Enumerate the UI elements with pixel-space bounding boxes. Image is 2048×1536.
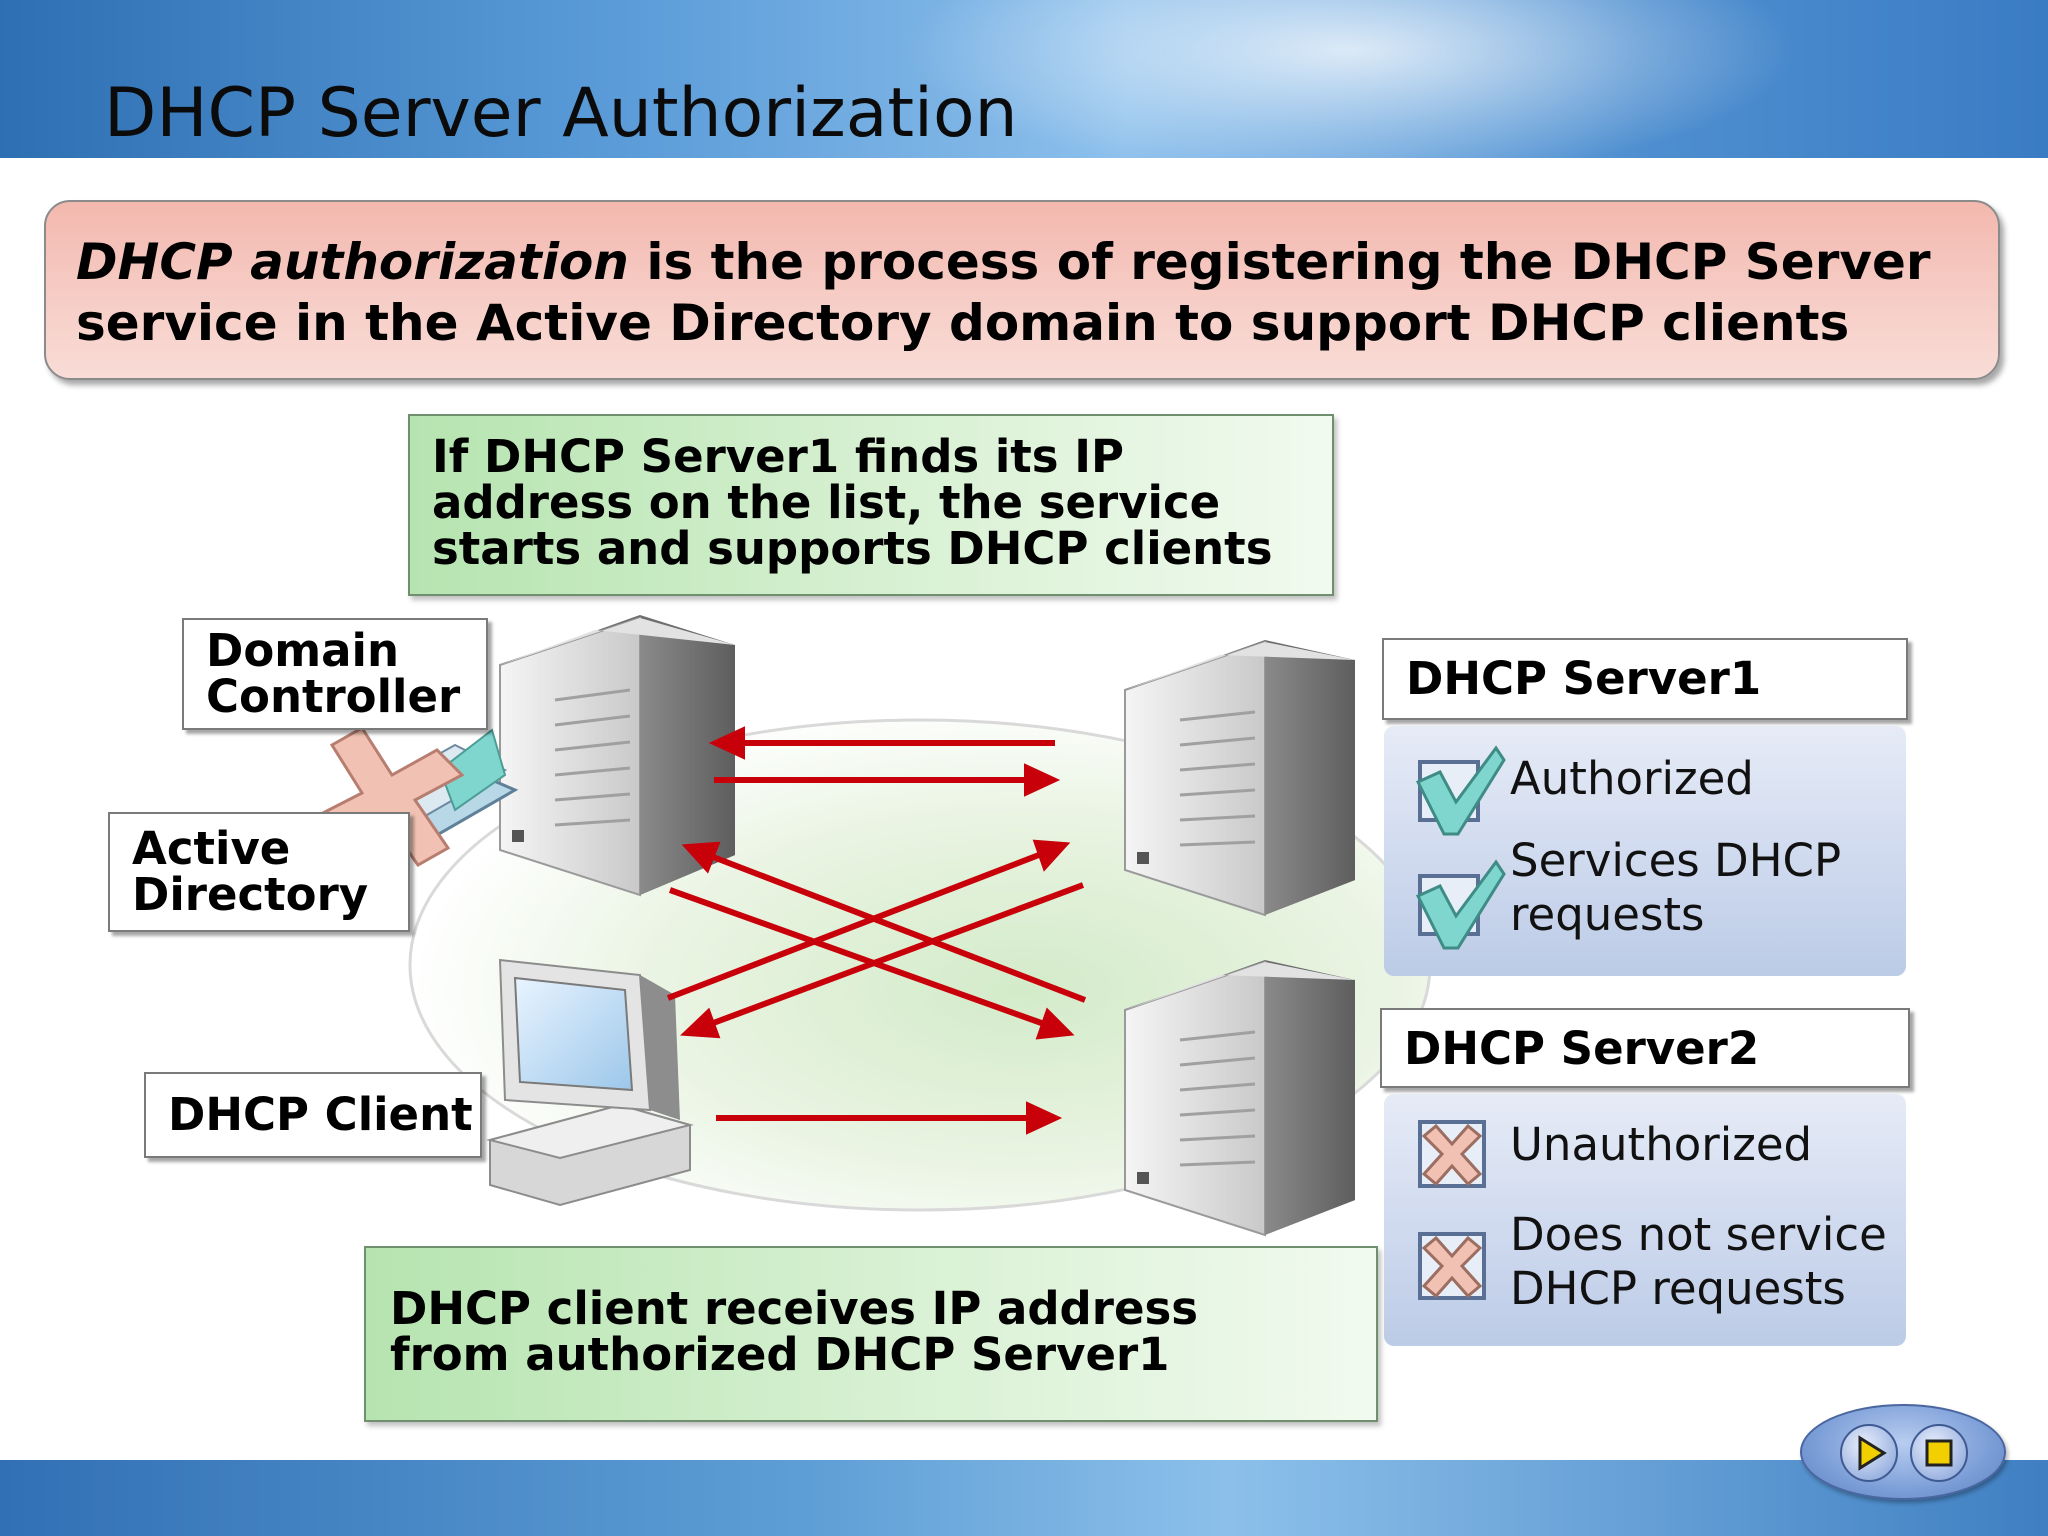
services-requests-text: Services DHCP requests (1510, 834, 1842, 941)
dhcp-client-label: DHCP Client (144, 1072, 482, 1158)
arrow-dc-to-server2 (668, 887, 1049, 1028)
arrowhead (1026, 1101, 1063, 1135)
definition-text: DHCP authorization is the process of reg… (76, 232, 1976, 354)
domain-controller-label: Domain Controller (182, 618, 488, 730)
server2-status-panel: Unauthorized Does not service DHCP reque… (1384, 1094, 1906, 1346)
definition-box: DHCP authorization is the process of reg… (44, 200, 2000, 380)
arrows-group (666, 726, 1087, 1135)
definition-rest: is the process of registering the DHCP S… (76, 233, 1931, 352)
server1-status-panel: Authorized Services DHCP requests (1384, 726, 1906, 976)
arrow-server1-to-client (706, 882, 1085, 1028)
active-directory-label: Active Directory (108, 812, 410, 932)
client-result-text: DHCP client receives IP address from aut… (390, 1282, 1199, 1381)
definition-term: DHCP authorization (76, 233, 629, 291)
stop-button[interactable] (1910, 1424, 1968, 1482)
dhcp-server1-label: DHCP Server1 (1382, 638, 1908, 720)
server1-check-callout: If DHCP Server1 finds its IP address on … (408, 414, 1334, 596)
active-directory-label-text: Active Directory (132, 822, 369, 921)
play-icon (1858, 1435, 1887, 1471)
dhcp-server2-icon (1124, 960, 1355, 1237)
footer-banner (0, 1460, 2048, 1536)
arrowhead (1035, 1007, 1075, 1040)
dhcp-server2-label: DHCP Server2 (1380, 1008, 1910, 1088)
slide-navigation (1800, 1404, 2006, 1500)
x-mark-icon (1418, 1232, 1486, 1300)
arrowhead (681, 841, 721, 874)
dhcp-server1-icon (1124, 640, 1355, 917)
header-banner (0, 0, 2048, 180)
arrowhead (708, 726, 745, 760)
unauthorized-text: Unauthorized (1510, 1118, 1813, 1171)
arrow-client-to-server1 (666, 850, 1046, 1001)
domain-controller-server-icon (499, 615, 735, 897)
desktop-computer-icon (486, 958, 694, 1207)
arrowhead (679, 1007, 721, 1039)
arrowhead (1024, 763, 1061, 797)
dhcp-server1-label-text: DHCP Server1 (1406, 652, 1762, 705)
checkmark-icon (1415, 859, 1506, 950)
stop-icon (1925, 1439, 1953, 1467)
checkmark-icon (1415, 745, 1506, 836)
arrowhead (1032, 839, 1071, 872)
domain-controller-label-text: Domain Controller (206, 624, 461, 723)
arrow-server2-to-dc (706, 852, 1087, 1003)
dhcp-client-label-text: DHCP Client (168, 1088, 473, 1141)
x-mark-icon (1418, 1120, 1486, 1188)
play-button[interactable] (1840, 1424, 1898, 1482)
slide-title: DHCP Server Authorization (104, 74, 1018, 153)
authorized-text: Authorized (1510, 752, 1754, 805)
no-service-text: Does not service DHCP requests (1510, 1208, 1887, 1315)
server1-check-text: If DHCP Server1 finds its IP address on … (432, 430, 1273, 575)
client-result-callout: DHCP client receives IP address from aut… (364, 1246, 1378, 1422)
dhcp-server2-label-text: DHCP Server2 (1404, 1022, 1760, 1075)
